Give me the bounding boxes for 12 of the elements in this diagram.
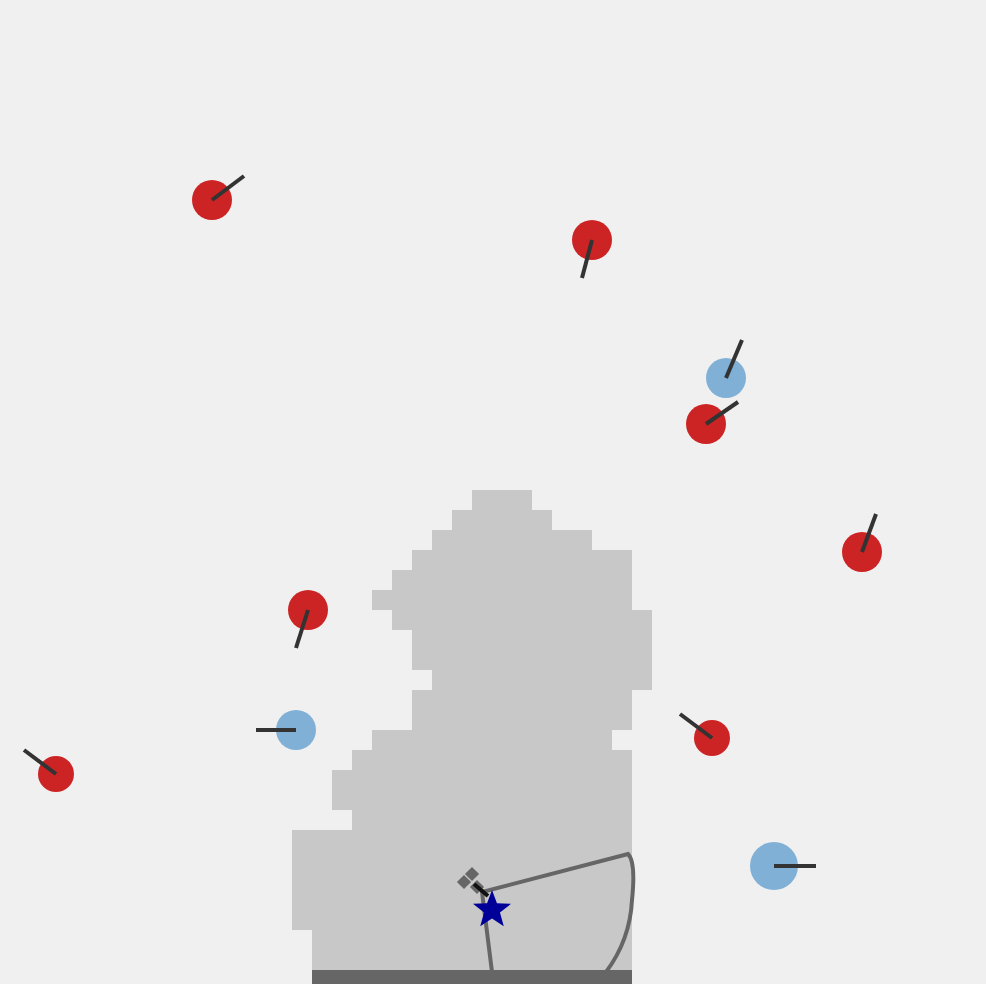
heading-marker-icon — [842, 513, 882, 572]
satellite-icon — [456, 866, 490, 898]
heading-marker-icon — [22, 748, 74, 792]
heading-marker-icon — [706, 339, 746, 398]
star-icon — [473, 890, 511, 927]
heading-marker-icon — [192, 174, 246, 220]
heading-marker-icon — [686, 400, 740, 444]
heading-marker-icon — [750, 842, 816, 890]
heading-marker-icon — [288, 590, 328, 649]
heading-marker-icon — [572, 220, 612, 279]
heading-marker-icon — [256, 710, 316, 750]
heading-marker-icon — [678, 712, 730, 756]
